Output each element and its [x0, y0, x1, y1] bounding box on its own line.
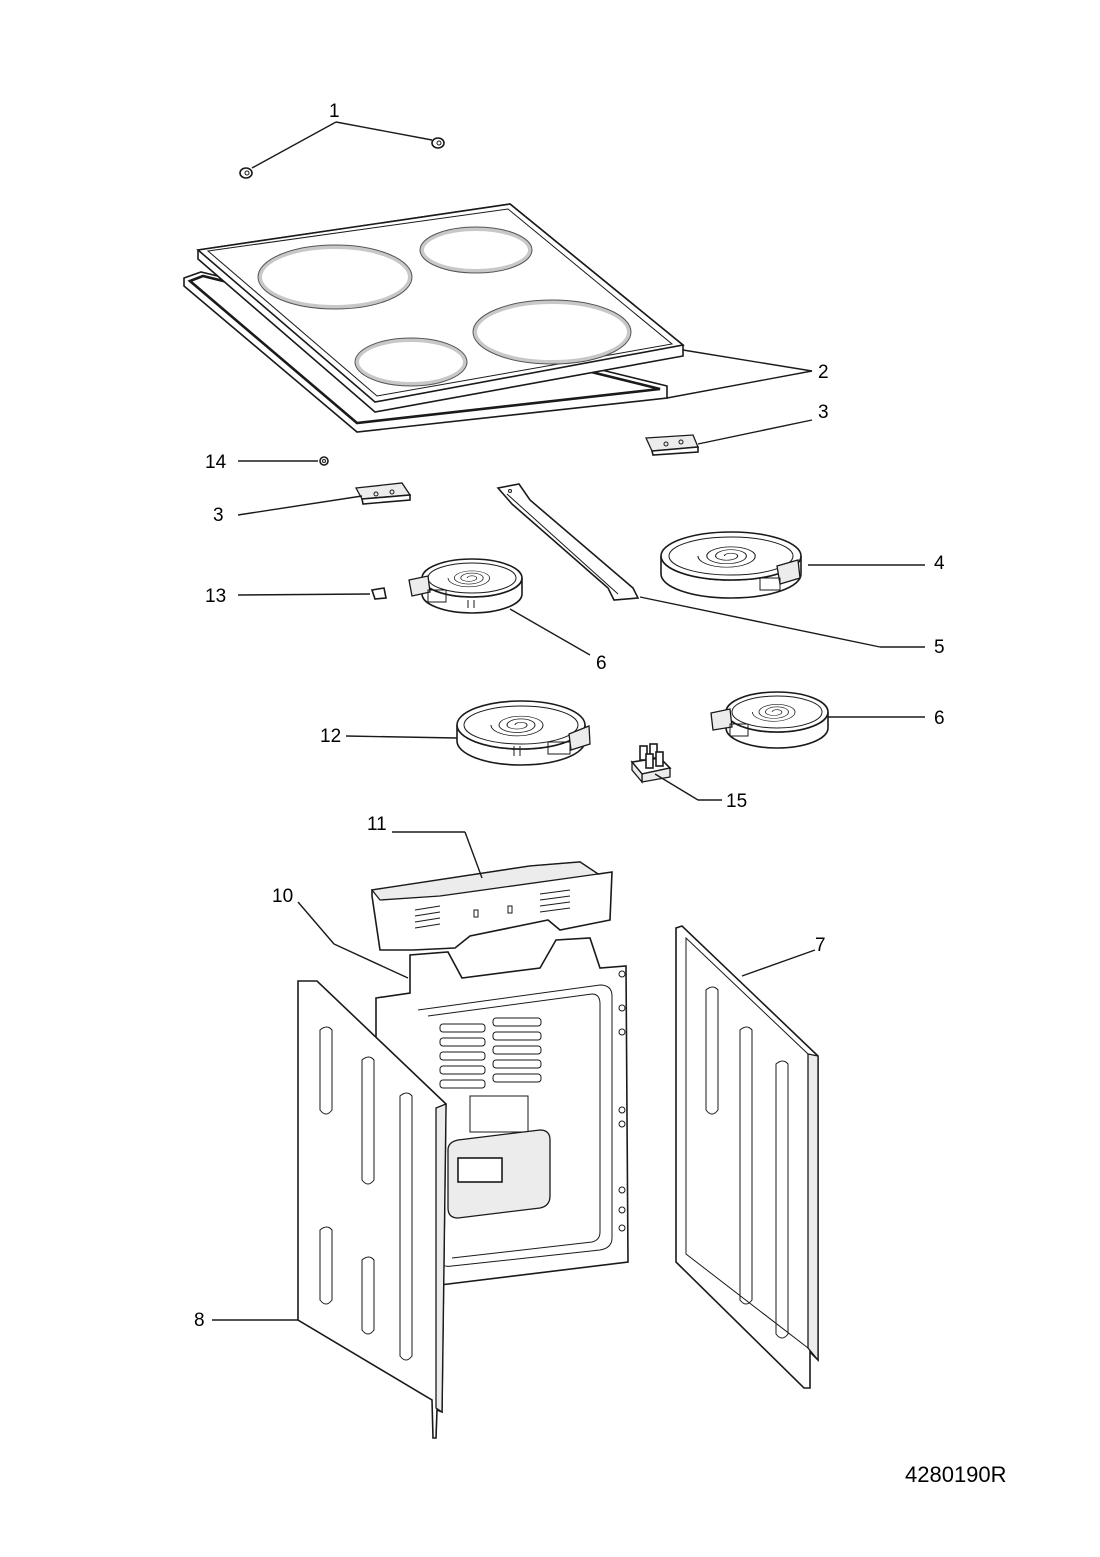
- callout-8: 8: [194, 1310, 205, 1331]
- heating-element-icon: [660, 531, 802, 599]
- callout-3: 3: [213, 505, 224, 526]
- back-panel-icon: [375, 937, 629, 1286]
- callout-4: 4: [934, 553, 945, 574]
- drawing-number: 4280190R: [905, 1462, 1007, 1487]
- callout-7: 7: [815, 935, 826, 956]
- support-bar-icon: [496, 483, 640, 601]
- callout-labels: 1 2 3 3 4 5 6 6 7 8 10 11 12 13 14 15: [194, 101, 945, 1331]
- callout-6: 6: [596, 653, 607, 674]
- bracket-icon: [354, 482, 412, 505]
- callout-3: 3: [818, 402, 829, 423]
- screw-icon: [239, 167, 253, 179]
- nut-icon: [319, 456, 329, 466]
- callout-10: 10: [272, 886, 293, 907]
- callout-2: 2: [818, 362, 829, 383]
- terminal-block-icon: [630, 743, 672, 784]
- callout-13: 13: [205, 586, 226, 607]
- rear-bracket-icon: [370, 861, 613, 951]
- clip-icon: [370, 587, 387, 600]
- heating-element-icon: [408, 558, 523, 614]
- callout-12: 12: [320, 726, 341, 747]
- side-panel-icon: [675, 925, 819, 1389]
- callout-6: 6: [934, 708, 945, 729]
- bracket-icon: [645, 434, 699, 456]
- callout-1: 1: [329, 101, 340, 122]
- glass-cooktop-icon: [196, 203, 685, 413]
- callout-11: 11: [367, 814, 387, 835]
- heating-element-icon: [456, 700, 591, 766]
- callout-14: 14: [205, 452, 227, 473]
- leader-lines: [212, 121, 925, 1321]
- callout-5: 5: [934, 637, 945, 658]
- screw-icon: [431, 137, 445, 149]
- callout-15: 15: [726, 791, 747, 812]
- side-panel-icon: [297, 980, 447, 1439]
- heating-element-icon: [710, 691, 829, 749]
